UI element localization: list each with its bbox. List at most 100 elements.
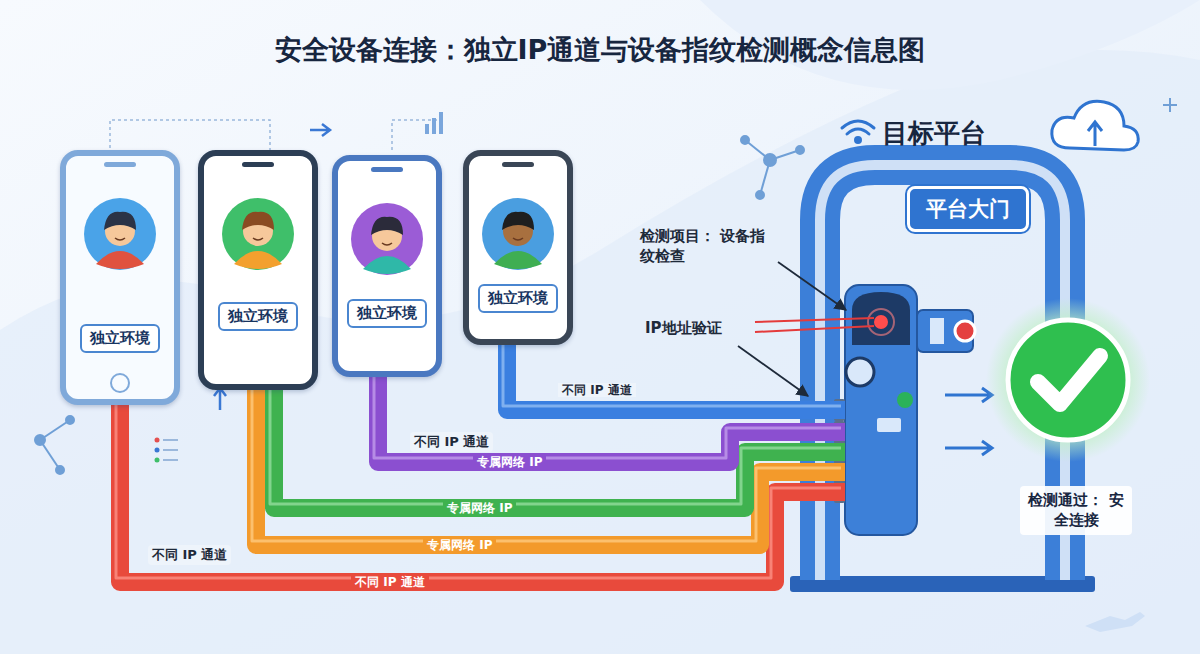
scanner-panel xyxy=(877,418,901,432)
avatar-circle xyxy=(222,198,294,270)
pipe-highlight xyxy=(503,341,841,406)
camera-panel xyxy=(930,318,944,344)
ip-pipe xyxy=(378,377,845,462)
home-button xyxy=(111,374,129,392)
avatar-circle xyxy=(482,198,554,270)
bar xyxy=(439,112,443,134)
network-dot xyxy=(35,435,45,445)
speaker xyxy=(242,162,274,167)
scanner-gear xyxy=(897,392,913,408)
pipe-group xyxy=(503,341,845,410)
status-text: 检测通过： 安全连接 xyxy=(1020,486,1132,535)
plane-icon xyxy=(1085,612,1145,632)
scanner-body xyxy=(845,285,917,535)
upload-arrow xyxy=(1088,122,1102,146)
dot xyxy=(155,448,160,453)
wifi-arc xyxy=(847,129,869,134)
avatar-circle xyxy=(351,203,423,275)
check-tick xyxy=(1038,356,1100,404)
dot-line xyxy=(163,449,178,451)
leader-line xyxy=(738,346,808,396)
bar-icon xyxy=(425,112,443,134)
phone-box: 独立环境 xyxy=(198,150,318,390)
hair xyxy=(242,212,274,230)
avatar-illustration xyxy=(204,156,312,384)
network-dot xyxy=(741,136,749,144)
smile xyxy=(253,238,263,240)
phone-box: 独立环境 xyxy=(60,150,180,405)
wifi-icon xyxy=(842,121,874,143)
dot-list-icon xyxy=(155,438,179,463)
dot-line xyxy=(163,439,178,441)
phone-box: 独立环境 xyxy=(332,155,442,377)
pipe-label: 专属网络 IP xyxy=(473,455,546,469)
environment-label: 独立环境 xyxy=(80,324,160,353)
shirt xyxy=(494,251,542,269)
network-dot xyxy=(56,466,64,474)
wifi-dot xyxy=(856,138,861,143)
background-wave xyxy=(0,50,1200,654)
hair xyxy=(502,212,534,230)
shirt xyxy=(234,251,282,269)
leader-line xyxy=(778,262,846,310)
pipe-label: 专属网络 IP xyxy=(443,501,516,515)
camera-lens xyxy=(955,321,975,341)
platform-title: 目标平台 xyxy=(882,116,986,151)
scanner xyxy=(845,285,975,535)
wifi-arc xyxy=(842,121,874,128)
cloud-icon xyxy=(1052,101,1138,150)
callout-text: 检测项目： 设备指纹检查 xyxy=(640,226,772,267)
flow-arrow-line xyxy=(945,441,992,455)
pipe-label: 专属网络 IP xyxy=(423,538,496,552)
dot-line xyxy=(163,459,178,461)
check-glow xyxy=(986,298,1150,462)
person xyxy=(234,212,282,269)
pipe-note: 不同 IP 通道 xyxy=(410,432,493,452)
check-mark xyxy=(986,298,1150,462)
network-icon xyxy=(35,136,804,474)
bar xyxy=(432,118,436,134)
scanner-lens xyxy=(846,358,874,386)
arrow-icon xyxy=(214,388,226,410)
hair xyxy=(104,212,136,230)
avatar-illustration xyxy=(66,156,174,399)
speaker xyxy=(502,162,534,167)
smile xyxy=(513,238,523,240)
avatar-illustration xyxy=(338,161,436,371)
arrow-icon xyxy=(310,124,330,136)
shirt xyxy=(96,251,144,269)
person xyxy=(494,212,542,269)
shirt xyxy=(363,256,411,274)
callout-text: IP地址验证 xyxy=(645,318,722,338)
flow-arrow-line xyxy=(945,388,992,402)
check-circle xyxy=(1008,320,1128,440)
speaker xyxy=(104,162,136,167)
network-dot xyxy=(756,191,764,199)
laser-dot xyxy=(874,315,888,329)
dot xyxy=(155,438,160,443)
environment-label: 独立环境 xyxy=(218,302,298,331)
ip-pipe xyxy=(507,345,845,410)
laser-ring xyxy=(868,309,894,335)
network-dot xyxy=(796,146,804,154)
smile xyxy=(115,238,125,240)
gate-label: 平台大门 xyxy=(907,186,1029,232)
laser-line xyxy=(755,318,874,322)
dot xyxy=(155,458,160,463)
pipe-label: 不同 IP 通道 xyxy=(558,383,636,397)
smile xyxy=(382,243,392,245)
phone-box: 独立环境 xyxy=(463,150,573,345)
pipe-label: 不同 IP 通道 xyxy=(351,575,429,589)
flow-arrow xyxy=(945,388,992,455)
plus-icon xyxy=(1163,98,1177,112)
environment-label: 独立环境 xyxy=(347,299,427,328)
bar xyxy=(425,124,429,134)
speaker xyxy=(371,167,403,172)
avatar-circle xyxy=(84,198,156,270)
title: 安全设备连接：独立IP通道与设备指纹检测概念信息图 xyxy=(0,32,1200,68)
environment-label: 独立环境 xyxy=(478,284,558,313)
person xyxy=(363,217,411,274)
